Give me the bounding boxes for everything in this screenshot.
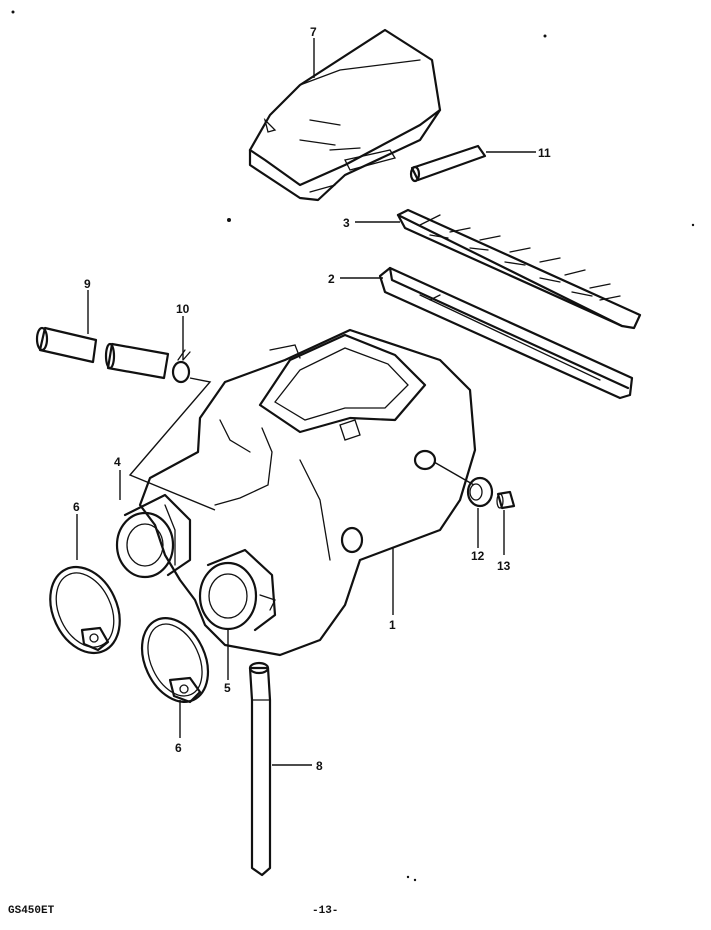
grommet-shape — [466, 476, 494, 508]
model-code: GS450ET — [8, 905, 55, 917]
leader-lines — [76, 38, 536, 766]
small-tube-shape — [409, 144, 487, 183]
label-part-12: 12 — [471, 549, 485, 563]
label-part-5: 5 — [224, 681, 231, 695]
drain-tube-shape — [248, 661, 272, 877]
label-part-6-right: 6 — [175, 741, 182, 755]
label-part-3: 3 — [343, 216, 350, 230]
page-number: -13- — [312, 905, 339, 917]
intake-boot-left-shape — [115, 493, 192, 579]
clamp-band-right-shape — [140, 617, 210, 704]
clamp-band-left-shape — [49, 565, 121, 655]
label-part-10: 10 — [176, 302, 190, 316]
air-cleaner-case-shape — [138, 328, 477, 657]
label-part-9: 9 — [84, 277, 91, 291]
label-part-2: 2 — [328, 272, 335, 286]
air-cleaner-cap-shape — [248, 28, 442, 202]
clip-shape — [171, 349, 191, 384]
filter-element-shape — [396, 208, 642, 330]
label-part-1: 1 — [389, 618, 396, 632]
filter-frame-shape — [378, 266, 634, 400]
hose-shape — [35, 326, 170, 380]
label-part-11: 11 — [538, 146, 551, 160]
intake-boot-right-shape — [198, 548, 277, 632]
label-part-4: 4 — [114, 455, 121, 469]
spacer-shape — [496, 490, 516, 510]
label-part-6-left: 6 — [73, 500, 80, 514]
label-part-13: 13 — [497, 559, 511, 573]
label-part-8: 8 — [316, 759, 323, 773]
label-part-7: 7 — [310, 25, 317, 39]
